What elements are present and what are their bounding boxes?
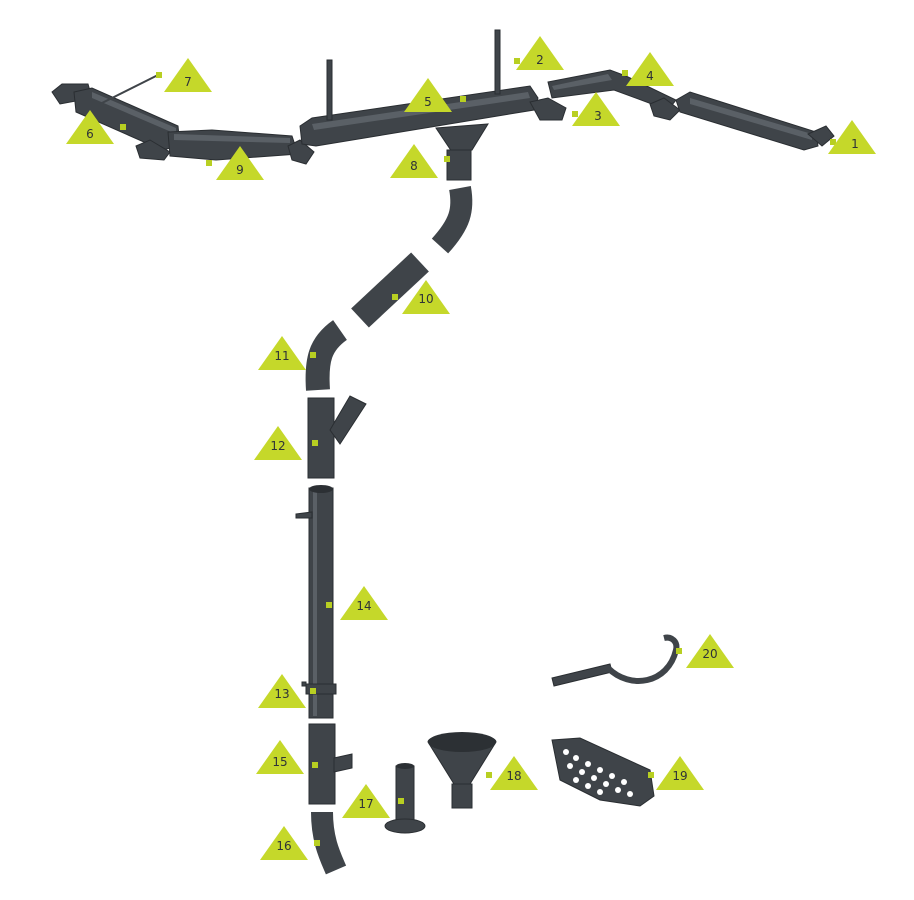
part-outlet-elbow (311, 811, 347, 875)
part-downpipe (295, 485, 334, 719)
callout-1: 1 (828, 120, 876, 154)
callout-label: 4 (646, 69, 654, 83)
callout-19: 19 (648, 756, 704, 790)
callout-label: 6 (86, 127, 94, 141)
callout-label: 12 (270, 439, 285, 453)
callout-5: 5 (404, 78, 466, 112)
part-gutter-connector (529, 97, 567, 121)
part-elbow (305, 320, 348, 391)
callout-17: 17 (342, 784, 404, 818)
callout-label: 7 (184, 75, 192, 89)
callout-label: 5 (424, 95, 432, 109)
part-bracket (551, 634, 680, 687)
part-main-gutter (299, 29, 539, 147)
callout-label: 10 (418, 292, 433, 306)
part-drain-outlet (384, 763, 426, 834)
callout-3: 3 (572, 92, 620, 126)
callout-15: 15 (256, 740, 318, 774)
callout-13: 13 (258, 674, 316, 708)
part-left-gutter (51, 73, 181, 161)
callout-4: 4 (622, 52, 674, 86)
part-elbow-top (431, 186, 473, 254)
callout-label: 13 (274, 687, 289, 701)
callout-14: 14 (326, 586, 388, 620)
callout-label: 19 (672, 769, 687, 783)
part-right-gutter (675, 91, 835, 151)
callout-8: 8 (390, 144, 450, 178)
callout-16: 16 (260, 826, 320, 860)
callout-label: 20 (702, 647, 717, 661)
callout-label: 17 (358, 797, 373, 811)
callout-label: 1 (851, 137, 859, 151)
callout-label: 2 (536, 53, 544, 67)
callout-2: 2 (514, 36, 564, 70)
callout-6: 6 (66, 110, 126, 144)
part-funnel (427, 732, 497, 809)
callout-9: 9 (206, 146, 264, 180)
callout-10: 10 (392, 280, 450, 314)
callout-7: 7 (156, 58, 212, 92)
callout-18: 18 (486, 756, 538, 790)
callout-label: 9 (236, 163, 244, 177)
part-pipe-clamp (301, 681, 337, 695)
callout-label: 18 (506, 769, 521, 783)
callout-label: 14 (356, 599, 371, 613)
callout-label: 16 (276, 839, 291, 853)
gutter-parts (51, 29, 835, 875)
callout-20: 20 (676, 634, 734, 668)
callout-12: 12 (254, 426, 318, 460)
callout-label: 15 (272, 755, 287, 769)
part-gutter-outlet (435, 123, 489, 181)
callout-label: 3 (594, 109, 602, 123)
part-branch (307, 395, 367, 479)
callout-label: 11 (274, 349, 289, 363)
part-outer-corner (167, 129, 315, 165)
callout-markers: 1 2 3 4 5 6 7 (66, 36, 876, 860)
part-angled-pipe (351, 252, 429, 328)
part-leaf-guard (551, 737, 655, 807)
callout-11: 11 (258, 336, 316, 370)
callout-label: 8 (410, 159, 418, 173)
part-inner-corner (547, 69, 681, 121)
